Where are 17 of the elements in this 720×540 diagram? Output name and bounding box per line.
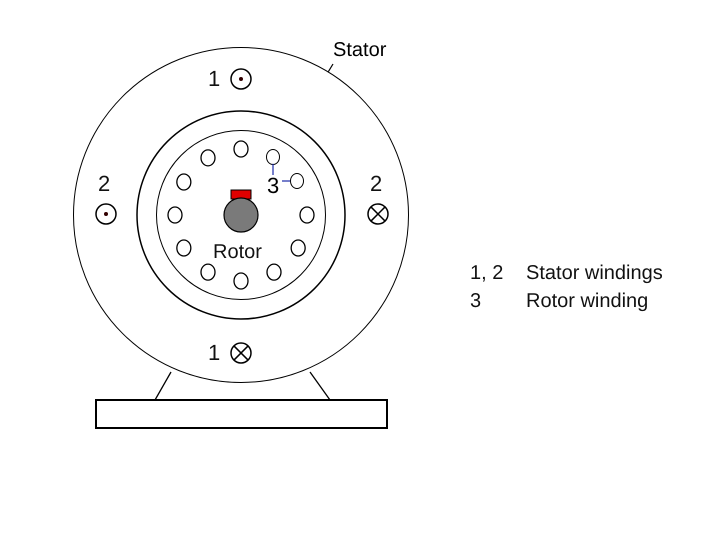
legend-key: 3 [470, 291, 482, 311]
callout-number: 1 [208, 68, 220, 90]
callout-number: 3 [267, 173, 280, 198]
callout-number: 1 [208, 342, 220, 364]
callout-number: 2 [98, 173, 110, 195]
rotor-slot [290, 173, 304, 189]
callout-number: 2 [370, 173, 382, 195]
leader-line [272, 164, 274, 175]
leader-line [328, 64, 334, 72]
part-label: Stator [333, 39, 386, 61]
legend-key: 1, 2 [470, 263, 504, 283]
legend-text: Rotor winding [526, 291, 648, 311]
part-label: Rotor [213, 242, 262, 262]
rotor-circle [156, 130, 326, 300]
rotor-slot [266, 148, 280, 165]
leader-line [282, 180, 290, 182]
legend-text: Stator windings [526, 263, 663, 283]
